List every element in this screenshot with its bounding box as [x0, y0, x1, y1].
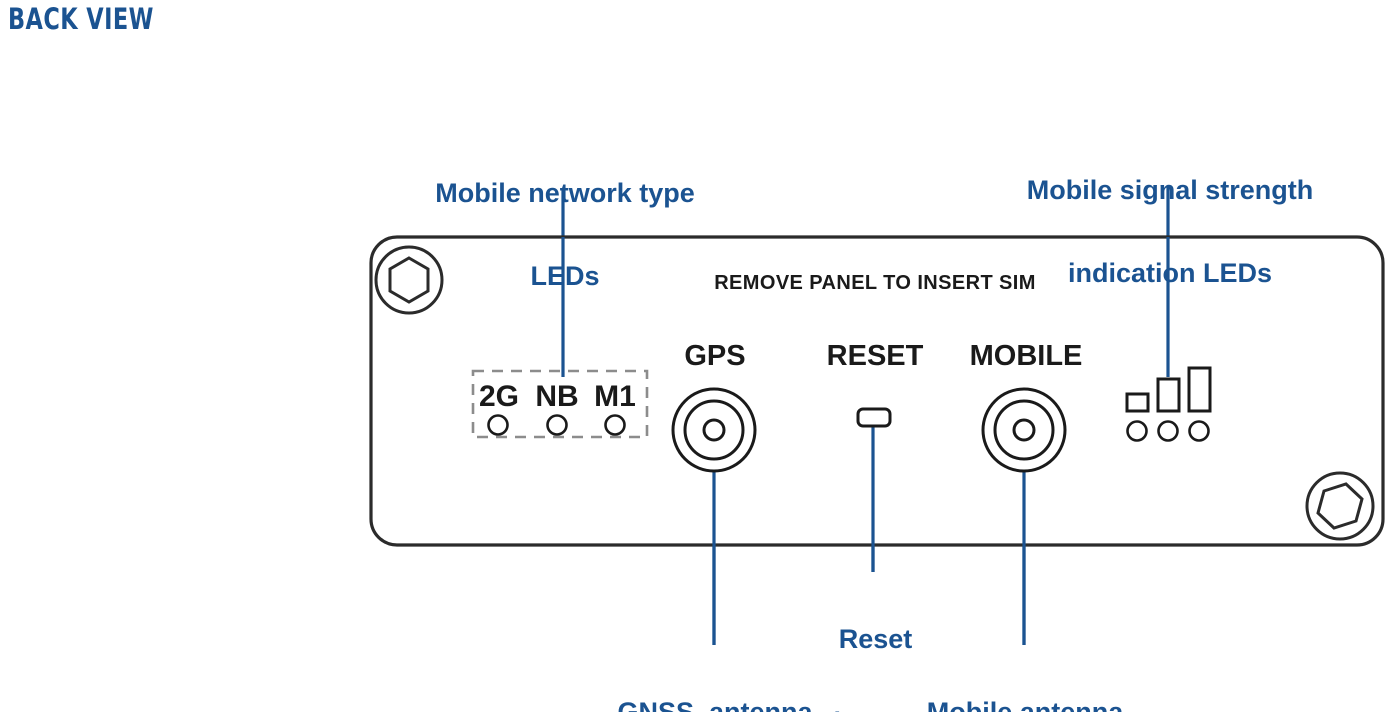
callout-line-1: Reset	[838, 623, 913, 654]
signal-bar-1	[1125, 392, 1150, 413]
network-leds-dashed-box	[471, 369, 649, 439]
signal-led-circle-1	[1126, 420, 1148, 442]
signal-led-circle-3	[1188, 420, 1210, 442]
callout-line-1: GNSS antenna	[617, 696, 813, 712]
callout-reset-button: Reset button	[793, 570, 958, 712]
callout-line-1: Mobile network type	[435, 177, 695, 208]
led-label-nb: NB	[535, 380, 579, 413]
led-label-2g: 2G	[478, 380, 520, 413]
callout-line-1: Mobile signal strength	[1026, 174, 1314, 205]
callout-gnss-antenna-connector: GNSS antenna connector	[565, 643, 865, 712]
led-label-m1: M1	[594, 380, 636, 413]
led-circle-m1	[604, 414, 626, 436]
signal-led-circle-2	[1157, 420, 1179, 442]
network-led-circles	[487, 414, 626, 436]
hex-screw-bottom-right-icon	[1305, 471, 1375, 541]
mobile-connector-icon[interactable]	[981, 387, 1067, 473]
gps-connector-icon[interactable]	[671, 387, 757, 473]
callout-line-2: LEDs	[530, 260, 600, 291]
page-title: BACK VIEW	[8, 2, 154, 36]
led-circle-2g	[487, 414, 509, 436]
led-circle-nb	[546, 414, 568, 436]
callout-mobile-signal-strength-leds: Mobile signal strength indication LEDs	[975, 121, 1365, 343]
callout-line-1: Mobile antenna	[926, 696, 1124, 712]
reset-port-label: RESET	[826, 340, 924, 372]
reset-button-icon[interactable]	[856, 407, 892, 428]
callout-mobile-antenna-connector: Mobile antenna connector	[880, 643, 1170, 712]
callout-line-2: indication LEDs	[1067, 257, 1273, 288]
leader-lines-overlay	[561, 237, 1170, 645]
gps-port-label: GPS	[684, 340, 746, 372]
sim-instruction-label: REMOVE PANEL TO INSERT SIM	[714, 272, 1036, 294]
mobile-port-label: MOBILE	[969, 340, 1083, 372]
callout-mobile-network-type-leds: Mobile network type LEDs	[370, 124, 760, 346]
signal-bar-3	[1187, 366, 1212, 413]
panel-outline	[369, 235, 1385, 547]
signal-led-circles	[1126, 420, 1210, 442]
signal-bar-2	[1156, 377, 1181, 413]
signal-strength-bars-icon	[1125, 366, 1212, 413]
hex-screw-top-left-icon	[374, 245, 444, 315]
callout-line-2: button	[793, 708, 958, 712]
